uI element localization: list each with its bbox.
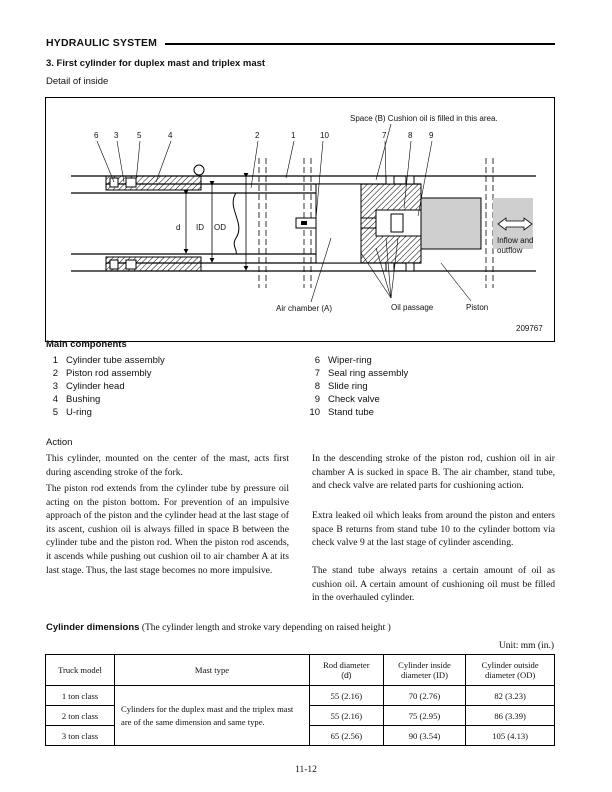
cylinder-dimensions-table: Truck model Mast type Rod diameter(d) Cy… xyxy=(45,654,555,746)
section-title: 3. First cylinder for duplex mast and tr… xyxy=(46,58,266,69)
callout-leader-line xyxy=(155,140,172,183)
cylinder-cross-section-figure: d ID OD Inflow and outflow 6 3 5 4 2 1 10 7 8 9 S… xyxy=(45,97,555,342)
action-right-p1: In the descending stroke of the piston r… xyxy=(312,453,555,492)
cell-rod: 55 (2.16) xyxy=(309,705,384,726)
dimensions-title-bold: Cylinder dimensions xyxy=(46,622,140,633)
action-title: Action xyxy=(46,437,73,448)
callout-numbers: 6 3 5 4 2 1 10 7 8 9 xyxy=(94,131,434,219)
outflow-label: outflow xyxy=(497,246,523,255)
cell-od: 86 (3.39) xyxy=(465,705,555,726)
callout-number: 10 xyxy=(320,131,329,140)
table-row: 3 ton class 65 (2.56) 90 (3.54) 105 (4.1… xyxy=(45,725,555,746)
piston-rod xyxy=(71,192,316,255)
space-b-note: Space (B) Cushion oil is filled in this … xyxy=(350,114,498,123)
callout-leader-line xyxy=(96,140,115,183)
cylinder-head xyxy=(105,164,205,272)
callout-number: 6 xyxy=(94,131,99,140)
callout-leader-line xyxy=(135,140,141,183)
dimensions-title: Cylinder dimensions (The cylinder length… xyxy=(46,622,391,633)
action-right-p3: The stand tube always retains a certain … xyxy=(312,565,555,604)
callout-leader-line xyxy=(250,140,259,189)
cell-od: 82 (3.23) xyxy=(465,685,555,706)
callout-leader-line xyxy=(384,140,387,181)
inflow-label: Inflow and xyxy=(497,236,533,245)
dim-id-label: ID xyxy=(196,223,204,232)
cell-id: 70 (2.76) xyxy=(382,685,467,706)
cell-id: 90 (3.54) xyxy=(382,725,467,746)
cell-model: 1 ton class xyxy=(45,685,115,706)
action-left-p2: The piston rod extends from the cylinder… xyxy=(46,483,289,576)
table-header-row: Truck model Mast type Rod diameter(d) Cy… xyxy=(45,654,555,686)
dimension-arrows xyxy=(183,173,249,271)
callout-number: 4 xyxy=(168,131,173,140)
subsection-title: Detail of inside xyxy=(46,76,109,87)
callout-leader-line xyxy=(116,140,125,183)
cell-rod: 65 (2.56) xyxy=(309,725,384,746)
callout-number: 5 xyxy=(137,131,142,140)
running-header: HYDRAULIC SYSTEM xyxy=(46,37,158,49)
callout-number: 1 xyxy=(291,131,296,140)
callout-number: 8 xyxy=(408,131,413,140)
air-chamber-label: Air chamber (A) xyxy=(276,304,332,313)
callout-number: 9 xyxy=(429,131,434,140)
table-row: 1 ton class Cylinders for the duplex mas… xyxy=(45,685,555,746)
cell-rod: 55 (2.16) xyxy=(309,685,384,706)
main-components-title: Main components xyxy=(46,339,127,350)
piston-label: Piston xyxy=(466,303,488,312)
header-mast-type: Mast type xyxy=(114,654,310,686)
figure-number: 209767 xyxy=(516,324,543,333)
header-truck-model: Truck model xyxy=(45,654,115,686)
callout-number: 3 xyxy=(114,131,119,140)
header-rod-diameter: Rod diameter(d) xyxy=(309,654,384,686)
action-left-p1: This cylinder, mounted on the center of … xyxy=(46,453,289,478)
cell-model: 3 ton class xyxy=(45,725,115,746)
dim-od-label: OD xyxy=(214,223,226,232)
callout-leader-line xyxy=(285,140,295,179)
unit-label: Unit: mm (in.) xyxy=(498,641,554,651)
piston xyxy=(315,175,533,272)
dim-d-label: d xyxy=(176,223,180,232)
action-right-p2: Extra leaked oil which leaks from around… xyxy=(312,510,555,549)
page-number: 11-12 xyxy=(295,765,317,775)
callout-number: 2 xyxy=(255,131,260,140)
table-row: 2 ton class 55 (2.16) 75 (2.95) 86 (3.39… xyxy=(45,705,555,726)
dimensions-title-note: (The cylinder length and stroke vary dep… xyxy=(139,623,391,633)
cylinder-diagram: d ID OD Inflow and outflow 6 3 5 4 2 1 10 7 8 9 S… xyxy=(71,114,543,333)
header-rule xyxy=(165,43,555,45)
oil-passage-label: Oil passage xyxy=(391,303,434,312)
callout-leader-line xyxy=(417,140,433,217)
cell-mast-type: Cylinders for the duplex mast and the tr… xyxy=(114,685,310,746)
cell-model: 2 ton class xyxy=(45,705,115,726)
inflow-outflow-arrow xyxy=(497,217,533,231)
callout-leader-line xyxy=(403,140,412,209)
cell-od: 105 (4.13) xyxy=(465,725,555,746)
callout-number: 7 xyxy=(382,131,387,140)
cell-id: 75 (2.95) xyxy=(382,705,467,726)
callout-leader-line xyxy=(315,140,324,219)
